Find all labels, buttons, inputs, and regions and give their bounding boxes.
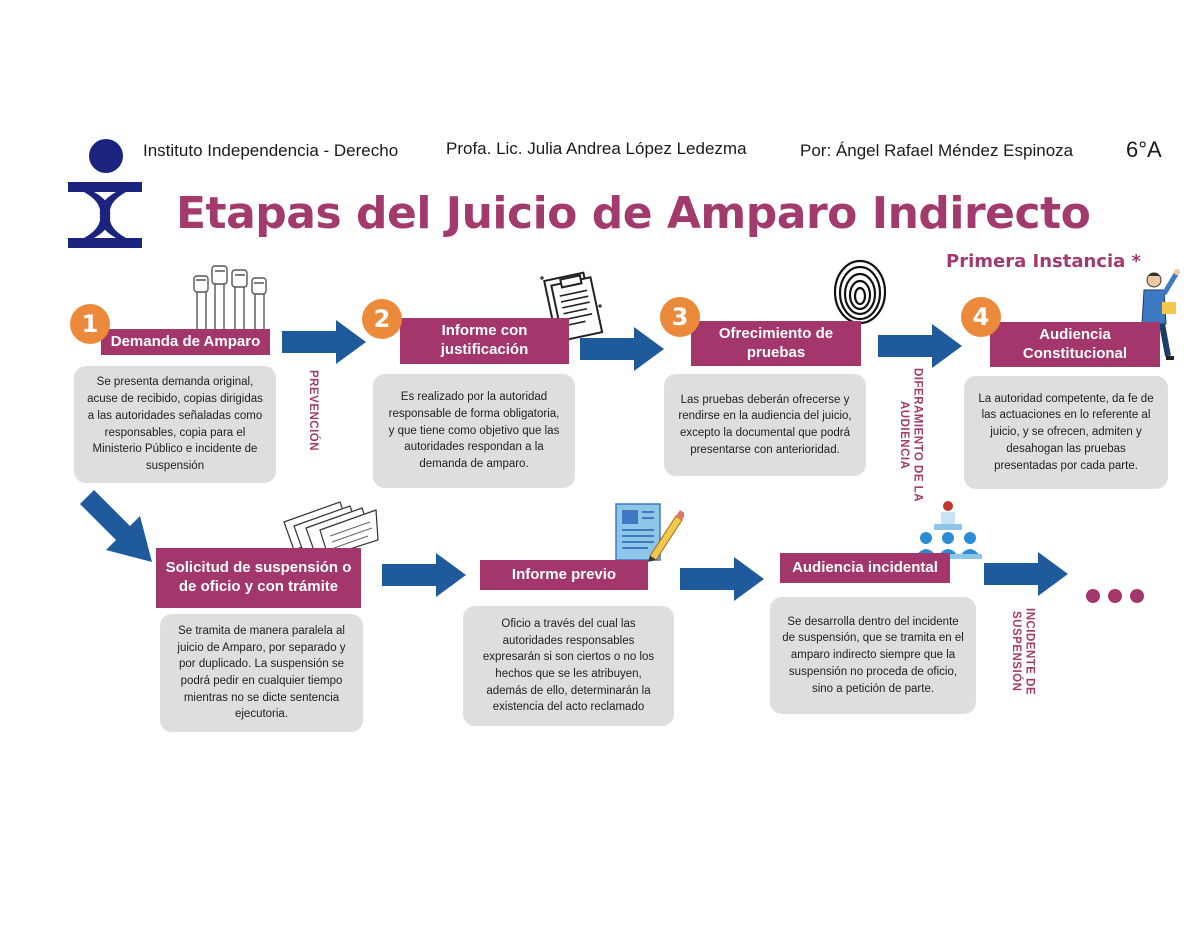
arrow-right-icon (984, 552, 1068, 596)
arrow-right-icon (382, 553, 466, 597)
stage-number-4: 4 (961, 297, 1001, 337)
arrow-right-icon (580, 327, 664, 371)
stage-label-informe-justificacion: Informe con justificación (400, 318, 569, 364)
presenter-person-icon (1138, 269, 1180, 360)
step-description-informe-previo: Oficio a través del cual las autoridades… (463, 606, 674, 726)
grade-label: 6°A (1126, 137, 1162, 162)
document-pencil-icon (615, 503, 684, 562)
prevencion-label: PREVENCIÓN (306, 370, 319, 452)
arrow-right-icon (878, 324, 962, 368)
paper-stack-icon (283, 501, 379, 556)
step-label-informe-previo: Informe previo (480, 560, 648, 590)
stage-number-2: 2 (362, 299, 402, 339)
step-label-audiencia-incidental: Audiencia incidental (780, 553, 950, 583)
incidente-label: INCIDENTE DE SUSPENSIÓN (1009, 608, 1036, 696)
step-description-audiencia-incidental: Se desarrolla dentro del incidente de su… (770, 597, 976, 714)
arrow-right-icon (282, 320, 366, 364)
page-title: Etapas del Juicio de Amparo Indirecto (176, 188, 1091, 239)
fingerprint-icon (833, 259, 887, 325)
professor-name: Profa. Lic. Julia Andrea López Ledezma (446, 139, 747, 158)
stage-description-audiencia-constitucional: La autoridad competente, da fe de las ac… (964, 376, 1168, 489)
stage-label-ofrecimiento: Ofrecimiento de pruebas (691, 321, 861, 366)
meeting-people-icon (914, 501, 982, 559)
stage-label-demanda: Demanda de Amparo (101, 329, 270, 355)
stage-description-ofrecimiento: Las pruebas deberán ofrecerse y rendirse… (664, 374, 866, 476)
page-subtitle: Primera Instancia * (946, 251, 1141, 272)
diferamiento-label: DIFERAMIENTO DE LA AUDIENCIA (897, 368, 924, 503)
ellipsis-icon (1086, 589, 1144, 603)
stage-number-1: 1 (70, 304, 110, 344)
institute-logo-icon (68, 139, 142, 248)
step-description-solicitud-suspension: Se tramita de manera paralela al juicio … (160, 614, 363, 732)
institute-name: Instituto Independencia - Derecho (143, 141, 399, 160)
arrow-diagonal-icon (80, 490, 152, 562)
stage-number-3: 3 (660, 297, 700, 337)
arrow-right-icon (680, 557, 764, 601)
stage-description-informe-justificacion: Es realizado por la autoridad responsabl… (373, 374, 575, 488)
stage-label-audiencia-constitucional: Audiencia Constitucional (990, 322, 1160, 367)
step-label-solicitud-suspension: Solicitud de suspensión o de oficio y co… (156, 548, 361, 608)
author-name: Por: Ángel Rafael Méndez Espinoza (800, 141, 1074, 160)
stage-description-demanda: Se presenta demanda original, acuse de r… (74, 366, 276, 483)
